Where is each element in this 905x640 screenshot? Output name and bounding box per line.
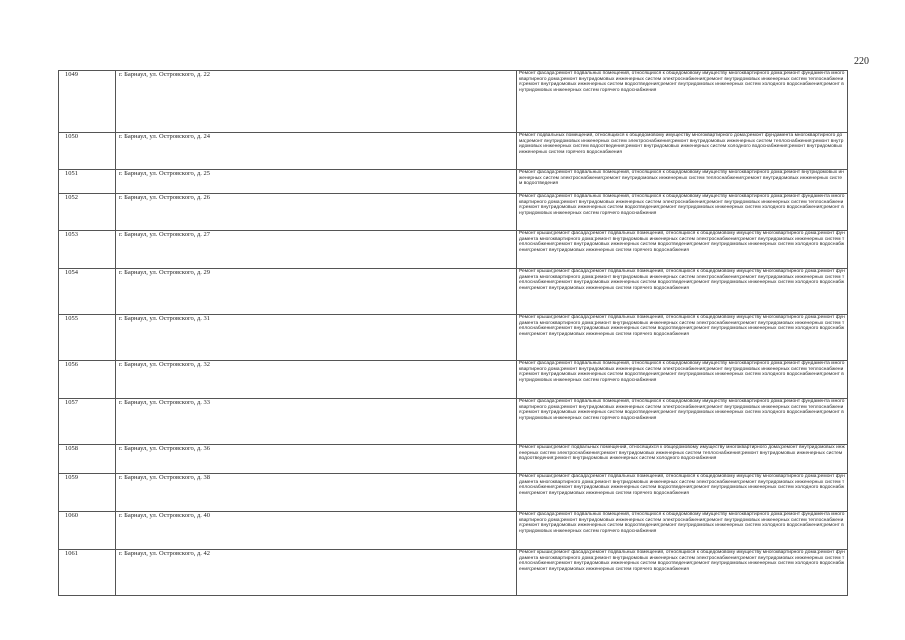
table-row: 1059 г. Барнаул, ул. Островского, д. 38 … — [58, 473, 848, 512]
row-number: 1055 — [58, 314, 116, 361]
row-works-text: Ремонт крыши;ремонт фасада;ремонт подвал… — [519, 269, 845, 291]
row-works: Ремонт фасада;ремонт подвальных помещени… — [516, 511, 848, 550]
row-address: г. Барнаул, ул. Островского, д. 38 — [115, 473, 517, 512]
row-works-text: Ремонт крыши;ремонт фасада;ремонт подвал… — [519, 474, 845, 496]
table-row: 1057 г. Барнаул, ул. Островского, д. 33 … — [58, 398, 848, 445]
repair-works-table: 1049 г. Барнаул, ул. Островского, д. 22 … — [58, 70, 848, 596]
row-works-text: Ремонт крыши;ремонт фасада;ремонт подвал… — [519, 550, 845, 572]
row-works: Ремонт фасада;ремонт подвальных помещени… — [516, 169, 848, 194]
table-row: 1054 г. Барнаул, ул. Островского, д. 29 … — [58, 268, 848, 315]
table-row: 1053 г. Барнаул, ул. Островского, д. 27 … — [58, 230, 848, 269]
row-address: г. Барнаул, ул. Островского, д. 25 — [115, 169, 517, 194]
row-works: Ремонт крыши;ремонт фасада;ремонт подвал… — [516, 473, 848, 512]
row-number: 1058 — [58, 444, 116, 474]
row-works-text: Ремонт подвальных помещений, относящихся… — [519, 133, 844, 155]
table-row: 1052 г. Барнаул, ул. Островского, д. 26 … — [58, 193, 848, 231]
row-works: Ремонт фасада;ремонт подвальных помещени… — [516, 360, 848, 399]
row-works: Ремонт фасада;ремонт подвальных помещени… — [516, 193, 848, 231]
row-address: г. Барнаул, ул. Островского, д. 40 — [115, 511, 517, 550]
row-works-text: Ремонт фасада;ремонт подвальных помещени… — [519, 512, 845, 534]
row-works: Ремонт фасада;ремонт подвальных помещени… — [516, 70, 848, 133]
table-row: 1049 г. Барнаул, ул. Островского, д. 22 … — [58, 70, 848, 133]
row-works-text: Ремонт фасада;ремонт подвальных помещени… — [519, 361, 845, 383]
table-row: 1051 г. Барнаул, ул. Островского, д. 25 … — [58, 169, 848, 194]
row-address: г. Барнаул, ул. Островского, д. 27 — [115, 230, 517, 269]
row-works: Ремонт подвальных помещений, относящихся… — [516, 132, 848, 170]
row-address: г. Барнаул, ул. Островского, д. 32 — [115, 360, 517, 399]
row-works-text: Ремонт фасада;ремонт подвальных помещени… — [519, 71, 845, 93]
row-address: г. Барнаул, ул. Островского, д. 33 — [115, 398, 517, 445]
row-number: 1057 — [58, 398, 116, 445]
row-works-text: Ремонт фасада;ремонт подвальных помещени… — [519, 399, 845, 421]
table-row: 1055 г. Барнаул, ул. Островского, д. 31 … — [58, 314, 848, 361]
table-row: 1061 г. Барнаул, ул. Островского, д. 42 … — [58, 549, 848, 596]
row-number: 1054 — [58, 268, 116, 315]
row-address: г. Барнаул, ул. Островского, д. 22 — [115, 70, 517, 133]
row-works: Ремонт крыши;ремонт подвальных помещений… — [516, 444, 848, 474]
row-address: г. Барнаул, ул. Островского, д. 24 — [115, 132, 517, 170]
row-address: г. Барнаул, ул. Островского, д. 26 — [115, 193, 517, 231]
row-number: 1053 — [58, 230, 116, 269]
row-works-text: Ремонт фасада;ремонт подвальных помещени… — [519, 194, 845, 216]
row-works: Ремонт крыши;ремонт фасада;ремонт подвал… — [516, 549, 848, 596]
row-works-text: Ремонт крыши;ремонт подвальных помещений… — [519, 445, 845, 462]
row-works-text: Ремонт фасада;ремонт подвальных помещени… — [519, 170, 844, 187]
table-body: 1049 г. Барнаул, ул. Островского, д. 22 … — [58, 70, 848, 596]
row-number: 1061 — [58, 549, 116, 596]
row-number: 1056 — [58, 360, 116, 399]
row-works: Ремонт крыши;ремонт фасада;ремонт подвал… — [516, 268, 848, 315]
row-number: 1049 — [58, 70, 116, 133]
row-works: Ремонт крыши;ремонт фасада;ремонт подвал… — [516, 230, 848, 269]
row-number: 1059 — [58, 473, 116, 512]
page-number: 220 — [854, 56, 869, 67]
row-works-text: Ремонт крыши;ремонт фасада;ремонт подвал… — [519, 315, 845, 337]
row-works: Ремонт крыши;ремонт фасада;ремонт подвал… — [516, 314, 848, 361]
row-number: 1050 — [58, 132, 116, 170]
row-number: 1060 — [58, 511, 116, 550]
row-address: г. Барнаул, ул. Островского, д. 29 — [115, 268, 517, 315]
row-works: Ремонт фасада;ремонт подвальных помещени… — [516, 398, 848, 445]
row-address: г. Барнаул, ул. Островского, д. 42 — [115, 549, 517, 596]
table-row: 1050 г. Барнаул, ул. Островского, д. 24 … — [58, 132, 848, 170]
row-address: г. Барнаул, ул. Островского, д. 31 — [115, 314, 517, 361]
row-address: г. Барнаул, ул. Островского, д. 36 — [115, 444, 517, 474]
row-number: 1052 — [58, 193, 116, 231]
row-works-text: Ремонт крыши;ремонт фасада;ремонт подвал… — [519, 231, 845, 253]
table-row: 1060 г. Барнаул, ул. Островского, д. 40 … — [58, 511, 848, 550]
table-row: 1056 г. Барнаул, ул. Островского, д. 32 … — [58, 360, 848, 399]
table-row: 1058 г. Барнаул, ул. Островского, д. 36 … — [58, 444, 848, 474]
row-number: 1051 — [58, 169, 116, 194]
